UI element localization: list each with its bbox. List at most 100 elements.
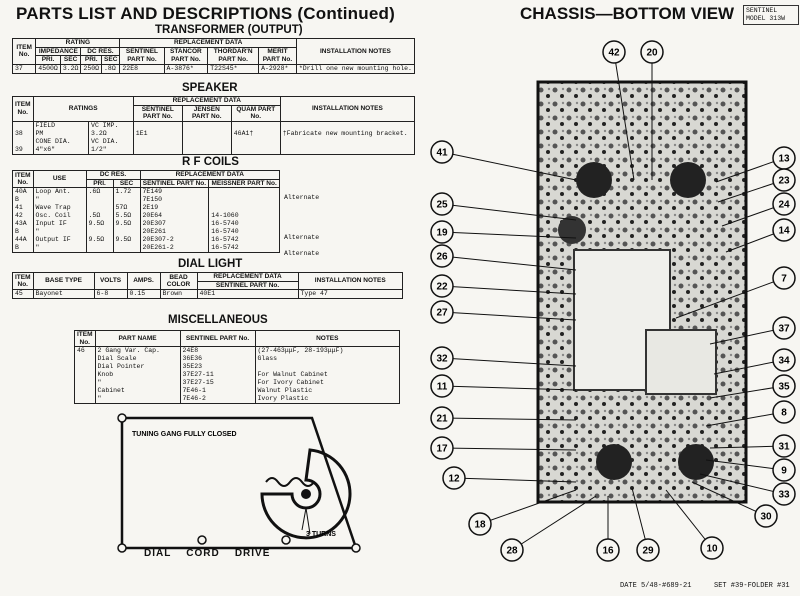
cell-part: Knob	[94, 371, 181, 379]
cell-item	[74, 379, 96, 387]
col-pri: PRI.	[85, 178, 114, 188]
cell-pri	[85, 196, 114, 204]
callout-label: 34	[778, 356, 790, 367]
pulley-icon	[351, 543, 361, 553]
table-row: B"7E150	[12, 196, 280, 204]
cell-pri	[85, 228, 114, 236]
cell-sentinel: 37E27-15	[179, 379, 256, 387]
callout-circle	[430, 346, 454, 370]
cell: PM	[32, 129, 90, 138]
cell	[132, 145, 183, 155]
callout-leader	[441, 255, 577, 271]
cell: 22E8	[119, 63, 165, 74]
cell-meissner: 16-5740	[208, 228, 280, 236]
callout-leader	[441, 447, 577, 451]
col-pri: PRI.	[35, 55, 61, 65]
cell-item	[74, 395, 96, 404]
callout-label: 14	[778, 226, 790, 237]
rf-note	[284, 210, 384, 218]
misc-table: ITEM No. PART NAME SENTINEL PART No. NOT…	[74, 330, 401, 404]
callout-label: 19	[436, 228, 448, 239]
callout-circle	[772, 348, 796, 372]
col-sentinel: SENTINEL PART No.	[196, 280, 299, 290]
callout-leader	[709, 327, 785, 345]
col-sentinel: SENTINEL PART No.	[179, 330, 256, 347]
table-row: CONE DIA.VC DIA.	[12, 137, 416, 146]
col-merit: MERIT PART No.	[258, 46, 297, 65]
table-row: 45 Bayonet 6-8 0.15 Brown 40E1 Type 47	[12, 289, 404, 299]
rf-note	[284, 218, 384, 226]
callout-label: 8	[781, 408, 787, 419]
col-jensen: JENSEN PART No.	[181, 104, 232, 122]
cell-item	[12, 120, 34, 130]
col-sec: SEC	[112, 178, 141, 188]
cell	[230, 137, 281, 146]
cell-item	[12, 137, 34, 146]
callout-circle	[772, 400, 796, 424]
cell-part: Dial Scale	[94, 355, 181, 363]
cell-sentinel: 35E23	[179, 363, 256, 371]
col-bead: BEAD COLOR	[159, 272, 198, 290]
cell: A-2928*	[258, 63, 297, 74]
col-notes: INSTALLATION NOTES	[297, 272, 404, 290]
cell: 1/2"	[88, 145, 134, 155]
col-notes: INSTALLATION NOTES	[279, 96, 416, 122]
col-ratings: RATINGS	[32, 96, 134, 122]
cell-use: Osc. Coil	[32, 212, 87, 220]
stamp-line: SENTINEL	[746, 7, 778, 14]
callout-label: 35	[778, 382, 790, 393]
rf-note	[284, 202, 384, 210]
cell-sec: 9.5Ω	[112, 220, 141, 228]
cell-notes: (27-463μμF, 28-193μμF)	[254, 346, 401, 355]
spring-icon	[265, 477, 315, 487]
pulley-icon	[117, 413, 127, 423]
cell-use: "	[32, 228, 87, 236]
cell-item: 38	[12, 129, 34, 138]
col-sentinel: SENTINEL PART No.	[119, 46, 165, 65]
rf-note	[284, 226, 384, 234]
callout-leader	[715, 157, 785, 183]
col-sec: SEC	[101, 55, 121, 65]
callout-circle	[772, 434, 796, 458]
col-replacement: REPLACEMENT DATA	[196, 272, 299, 282]
tube-socket	[678, 444, 714, 480]
callout-leader	[511, 495, 597, 551]
callout-circle	[772, 168, 796, 192]
cell-sec: 9.5Ω	[112, 236, 141, 244]
speaker-heading: SPEAKER	[182, 82, 238, 94]
callout-leader	[613, 51, 635, 181]
col-replacement: REPLACEMENT DATA	[139, 170, 281, 180]
callout-leader	[709, 385, 785, 399]
cell-notes: Ivory Plastic	[254, 395, 401, 404]
diallight-table: ITEM No. BASE TYPE VOLTS AMPS. BEAD COLO…	[12, 272, 404, 299]
cell	[181, 129, 232, 138]
callout-circle	[772, 316, 796, 340]
col-rating: RATING	[35, 38, 121, 48]
cell-pri	[85, 204, 114, 212]
callout-leader	[441, 231, 577, 239]
callout-label: 10	[706, 544, 718, 555]
col-dcres: DC RES.	[80, 46, 121, 56]
callout-label: 17	[436, 444, 448, 455]
cell-pri	[85, 244, 114, 253]
cell: CONE DIA.	[32, 137, 90, 146]
callout-label: 30	[760, 512, 772, 523]
cell: 0.15	[126, 289, 161, 299]
tube-socket	[596, 444, 632, 480]
callout-leader	[441, 285, 577, 295]
callout-circle	[430, 140, 454, 164]
col-base: BASE TYPE	[32, 272, 95, 290]
cell	[230, 145, 281, 155]
cell: A-3876*	[163, 63, 209, 74]
callout-circle	[430, 300, 454, 324]
col-thordarson: THORDAR'N PART No.	[207, 46, 260, 65]
table-row: 37 4500Ω 3.2Ω 250Ω .8Ω 22E8 A-3876* T22S…	[11, 63, 416, 74]
callout-leader	[441, 417, 577, 421]
col-sec: SEC	[59, 55, 82, 65]
cell-notes	[254, 363, 401, 371]
